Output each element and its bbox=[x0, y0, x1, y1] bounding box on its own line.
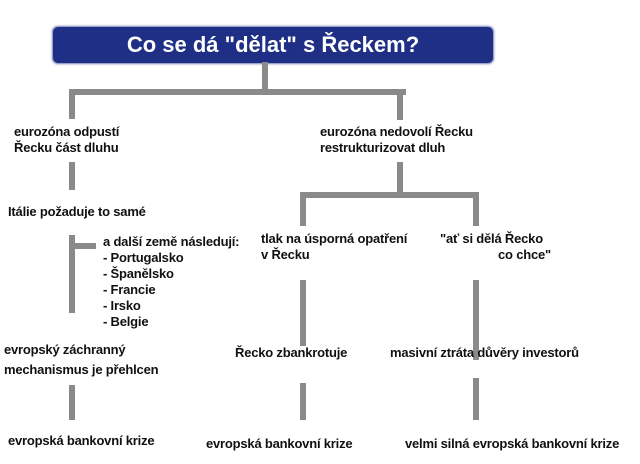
diagram-title: Co se dá "dělat" s Řeckem? bbox=[52, 26, 494, 64]
sub-b-step: masivní ztráta důvěry investorů bbox=[390, 345, 579, 360]
connector bbox=[473, 280, 479, 360]
connector bbox=[69, 89, 406, 95]
country-item: - Francie bbox=[103, 282, 156, 297]
right-option-line: restrukturizovat dluh bbox=[320, 140, 446, 155]
sub-b-label-line: "ať si dělá Řecko bbox=[440, 231, 543, 246]
connector bbox=[69, 89, 75, 119]
left-option-line: Řecku část dluhu bbox=[14, 140, 119, 155]
connector bbox=[69, 385, 75, 420]
right-option: eurozóna nedovolí Řecku restrukturizovat… bbox=[320, 124, 473, 156]
others-heading: a další země následují: bbox=[103, 234, 240, 249]
country-item: - Španělsko bbox=[103, 266, 174, 281]
right-option-line: eurozóna nedovolí Řecku bbox=[320, 124, 473, 139]
sub-a-label-line: tlak na úsporná opatření bbox=[261, 231, 408, 246]
left-step1: Itálie požaduje to samé bbox=[8, 204, 146, 219]
sub-b-label: "ať si dělá Řecko co chce" bbox=[440, 231, 551, 263]
connector bbox=[69, 162, 75, 190]
connector bbox=[69, 235, 75, 313]
connector bbox=[300, 280, 306, 346]
sub-a-label-line: v Řecku bbox=[261, 247, 310, 262]
country-item: - Portugalsko bbox=[103, 250, 184, 265]
country-item: - Irsko bbox=[103, 298, 141, 313]
sub-a-label: tlak na úsporná opatření v Řecku bbox=[261, 231, 407, 263]
other-countries-list: a další země následují: - Portugalsko - … bbox=[103, 234, 239, 330]
left-step2-line: mechanismus je přehlcen bbox=[4, 362, 159, 377]
left-option: eurozóna odpustí Řecku část dluhu bbox=[14, 124, 119, 156]
left-step2: evropský záchranný mechanismus je přehlc… bbox=[4, 340, 159, 380]
connector bbox=[262, 62, 268, 94]
sub-a-outcome: evropská bankovní krize bbox=[206, 436, 353, 451]
sub-a-step: Řecko zbankrotuje bbox=[235, 345, 348, 360]
connector bbox=[473, 192, 479, 226]
connector bbox=[69, 243, 96, 249]
connector bbox=[397, 89, 403, 120]
connector bbox=[300, 192, 479, 198]
sub-b-label-line: co chce" bbox=[498, 247, 551, 262]
left-option-line: eurozóna odpustí bbox=[14, 124, 120, 139]
left-step2-line: evropský záchranný bbox=[4, 342, 126, 357]
country-item: - Belgie bbox=[103, 314, 149, 329]
connector bbox=[300, 192, 306, 226]
connector bbox=[397, 162, 403, 194]
connector bbox=[300, 383, 306, 420]
sub-b-outcome: velmi silná evropská bankovní krize bbox=[405, 436, 620, 451]
left-outcome: evropská bankovní krize bbox=[8, 433, 155, 448]
connector bbox=[473, 378, 479, 420]
